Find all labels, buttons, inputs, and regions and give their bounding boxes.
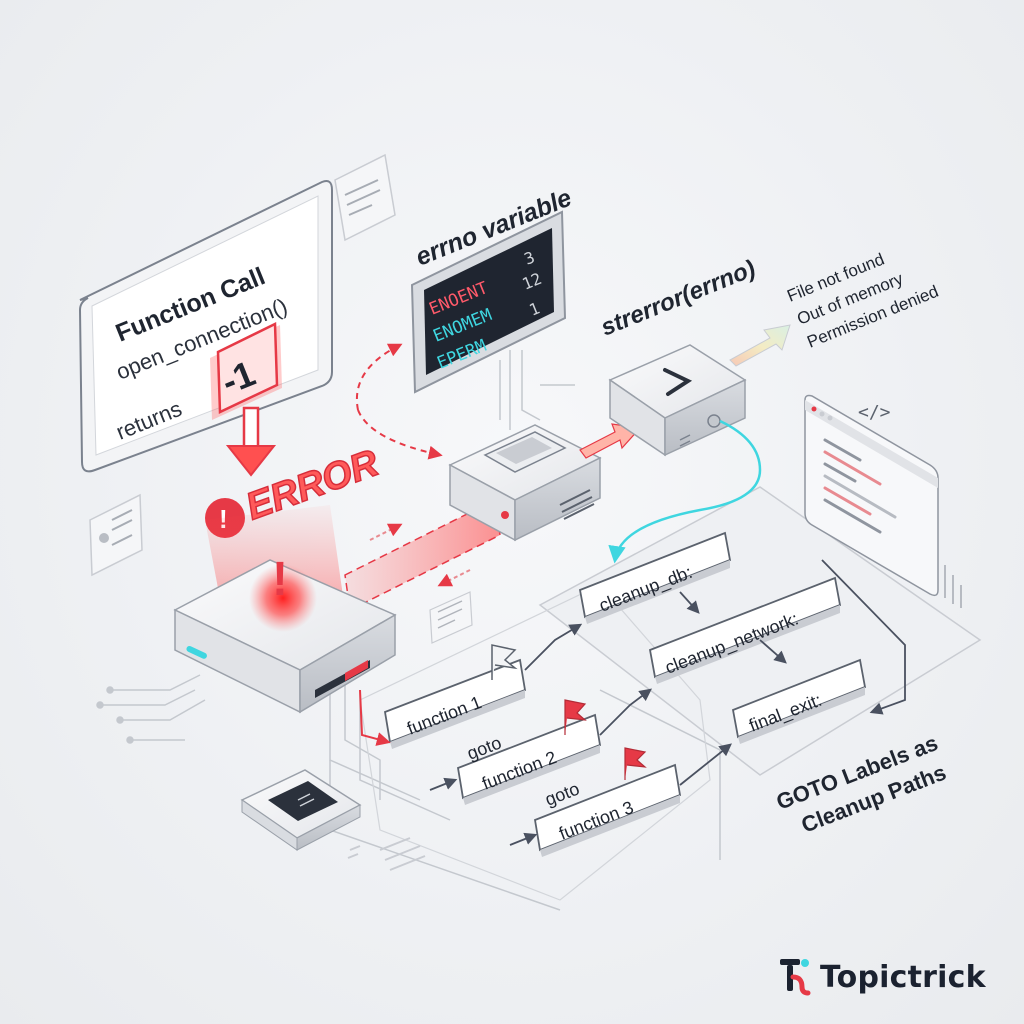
strerror-to-messages-arrow <box>729 324 791 367</box>
processor-to-strerror-arrow <box>579 423 642 459</box>
red-flag-icon-2 <box>624 747 647 780</box>
brand-name: Topictrick <box>820 959 986 995</box>
function-call-panel: Function Call open_connection() returns <box>78 180 333 473</box>
return-value-badge: -1 <box>210 322 282 420</box>
floor-dashes <box>347 837 426 871</box>
topictrick-logo-icon <box>780 959 811 996</box>
red-flag-icon <box>564 699 587 735</box>
strerror-to-cleanup-path <box>608 419 762 564</box>
beam-arrow-up <box>369 523 403 541</box>
strerror-box: strerror(errno) <box>597 255 759 457</box>
brand-logo: Topictrick <box>778 952 986 1002</box>
strerror-messages: File not found Out of memory Permission … <box>784 250 941 352</box>
code-brackets-icon: </> <box>858 402 891 423</box>
errno-monitor: errno variable ENOENT ENOMEM EPERM 3 12 … <box>410 184 576 394</box>
processor-box <box>448 424 602 542</box>
function-2-block: goto function 2 <box>456 699 602 805</box>
errno-to-processor-path <box>357 409 443 460</box>
function-1-block: function 1 <box>383 644 527 749</box>
strerror-title: strerror(errno) <box>597 255 759 341</box>
chevron-right-icon <box>663 368 693 396</box>
function-blocks: function 1 goto function 2 goto function… <box>359 623 732 857</box>
terminal-device <box>240 769 362 851</box>
background-doc-top <box>334 153 396 242</box>
background-doc-small <box>429 591 473 644</box>
code-window: </> <box>804 394 962 608</box>
beam-arrow-down <box>437 569 471 587</box>
background-doc-left <box>89 493 143 577</box>
error-server: ! <box>173 553 397 714</box>
error-to-errno-path <box>355 343 403 411</box>
down-arrow <box>225 406 277 477</box>
svg-text:!: ! <box>272 553 288 606</box>
flag-icon <box>491 644 518 680</box>
